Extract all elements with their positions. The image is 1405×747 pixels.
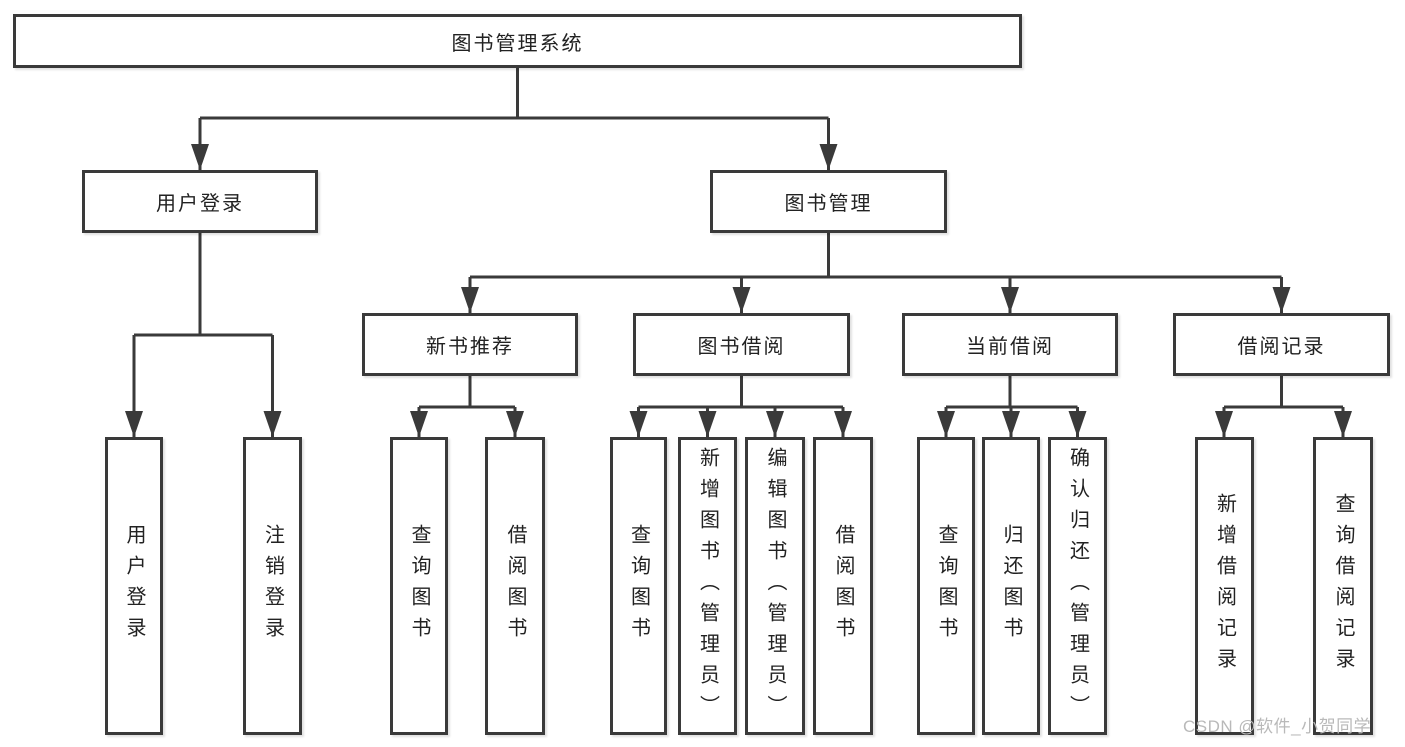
leaf-return-book: 归还图书 <box>982 437 1040 735</box>
connector-borrowrecord-to-leaves <box>1222 376 1345 437</box>
arrowhead-icon <box>410 411 428 437</box>
arrowhead-icon <box>732 287 751 313</box>
leaf-query-borrow-record-label: 查询借阅记录 <box>1332 493 1354 679</box>
leaf-add-borrow-record-label: 新增借阅记录 <box>1213 493 1236 679</box>
node-new-book-recommendation: 新书推荐 <box>362 313 578 376</box>
connector-newbookrec-to-leaves <box>417 376 517 437</box>
arrowhead-icon <box>263 411 282 437</box>
arrowhead-icon <box>766 411 784 437</box>
arrowhead-icon <box>125 411 143 437</box>
leaf-add-book-admin: 新增图书（管理员） <box>678 437 737 735</box>
arrowhead-icon <box>698 411 717 437</box>
arrowhead-icon <box>1068 411 1087 437</box>
node-book-management: 图书管理 <box>710 170 947 233</box>
node-user-login: 用户登录 <box>82 170 318 233</box>
arrowhead-icon <box>819 144 838 170</box>
leaf-edit-book-admin-label: 编辑图书（管理员） <box>764 446 786 726</box>
arrowhead-icon <box>1272 287 1291 313</box>
leaf-edit-book-admin: 编辑图书（管理员） <box>745 437 805 735</box>
leaf-borrow-books-2: 借阅图书 <box>813 437 873 735</box>
leaf-confirm-return-admin: 确认归还（管理员） <box>1048 437 1107 735</box>
leaf-logout: 注销登录 <box>243 437 302 735</box>
leaf-query-books-3-label: 查询图书 <box>935 524 957 648</box>
node-user-login-label: 用户登录 <box>156 193 244 215</box>
leaf-query-borrow-record: 查询借阅记录 <box>1313 437 1373 735</box>
arrowhead-icon <box>1001 287 1019 313</box>
arrowhead-icon <box>1002 411 1020 437</box>
leaf-query-books-1-label: 查询图书 <box>408 524 430 648</box>
leaf-query-books-3: 查询图书 <box>917 437 975 735</box>
node-new-book-recommendation-label: 新书推荐 <box>426 336 514 358</box>
arrowhead-icon <box>834 411 852 437</box>
leaf-query-books-2: 查询图书 <box>610 437 667 735</box>
node-borrowing-records-label: 借阅记录 <box>1237 336 1326 358</box>
node-book-borrowing: 图书借阅 <box>633 313 850 376</box>
leaf-user-login: 用户登录 <box>105 437 163 735</box>
leaf-confirm-return-admin-label: 确认归还（管理员） <box>1066 446 1089 726</box>
leaf-return-book-label: 归还图书 <box>1000 524 1022 648</box>
connector-root-to-level1 <box>198 68 830 170</box>
arrowhead-icon <box>461 287 479 313</box>
node-current-borrowing-label: 当前借阅 <box>966 336 1054 358</box>
leaf-query-books-2-label: 查询图书 <box>627 524 650 648</box>
arrowhead-icon <box>1215 411 1233 437</box>
node-book-borrowing-label: 图书借阅 <box>697 336 786 358</box>
arrowhead-icon <box>191 144 209 170</box>
arrowhead-icon <box>506 411 524 437</box>
leaf-logout-label: 注销登录 <box>261 524 284 648</box>
connector-userlogin-to-leaves <box>132 233 274 437</box>
node-book-management-label: 图书管理 <box>784 193 873 215</box>
leaf-add-book-admin-label: 新增图书（管理员） <box>696 446 719 726</box>
arrowhead-icon <box>629 411 648 437</box>
node-root: 图书管理系统 <box>13 14 1022 68</box>
leaf-query-books-1: 查询图书 <box>390 437 448 735</box>
connector-bookmgmt-to-level2 <box>468 233 1283 313</box>
leaf-borrow-books-1: 借阅图书 <box>485 437 545 735</box>
arrowhead-icon <box>937 411 955 437</box>
leaf-user-login-label: 用户登录 <box>123 524 145 648</box>
connector-bookborrow-to-leaves <box>637 376 845 437</box>
arrowheads <box>125 144 1352 437</box>
leaf-add-borrow-record: 新增借阅记录 <box>1195 437 1254 735</box>
leaf-borrow-books-2-label: 借阅图书 <box>832 524 854 648</box>
node-root-label: 图书管理系统 <box>451 32 584 55</box>
leaf-borrow-books-1-label: 借阅图书 <box>504 524 526 648</box>
node-current-borrowing: 当前借阅 <box>902 313 1118 376</box>
arrowhead-icon <box>1334 411 1352 437</box>
csdn-watermark: CSDN @软件_小贺同学 <box>1183 717 1372 736</box>
node-borrowing-records: 借阅记录 <box>1173 313 1390 376</box>
